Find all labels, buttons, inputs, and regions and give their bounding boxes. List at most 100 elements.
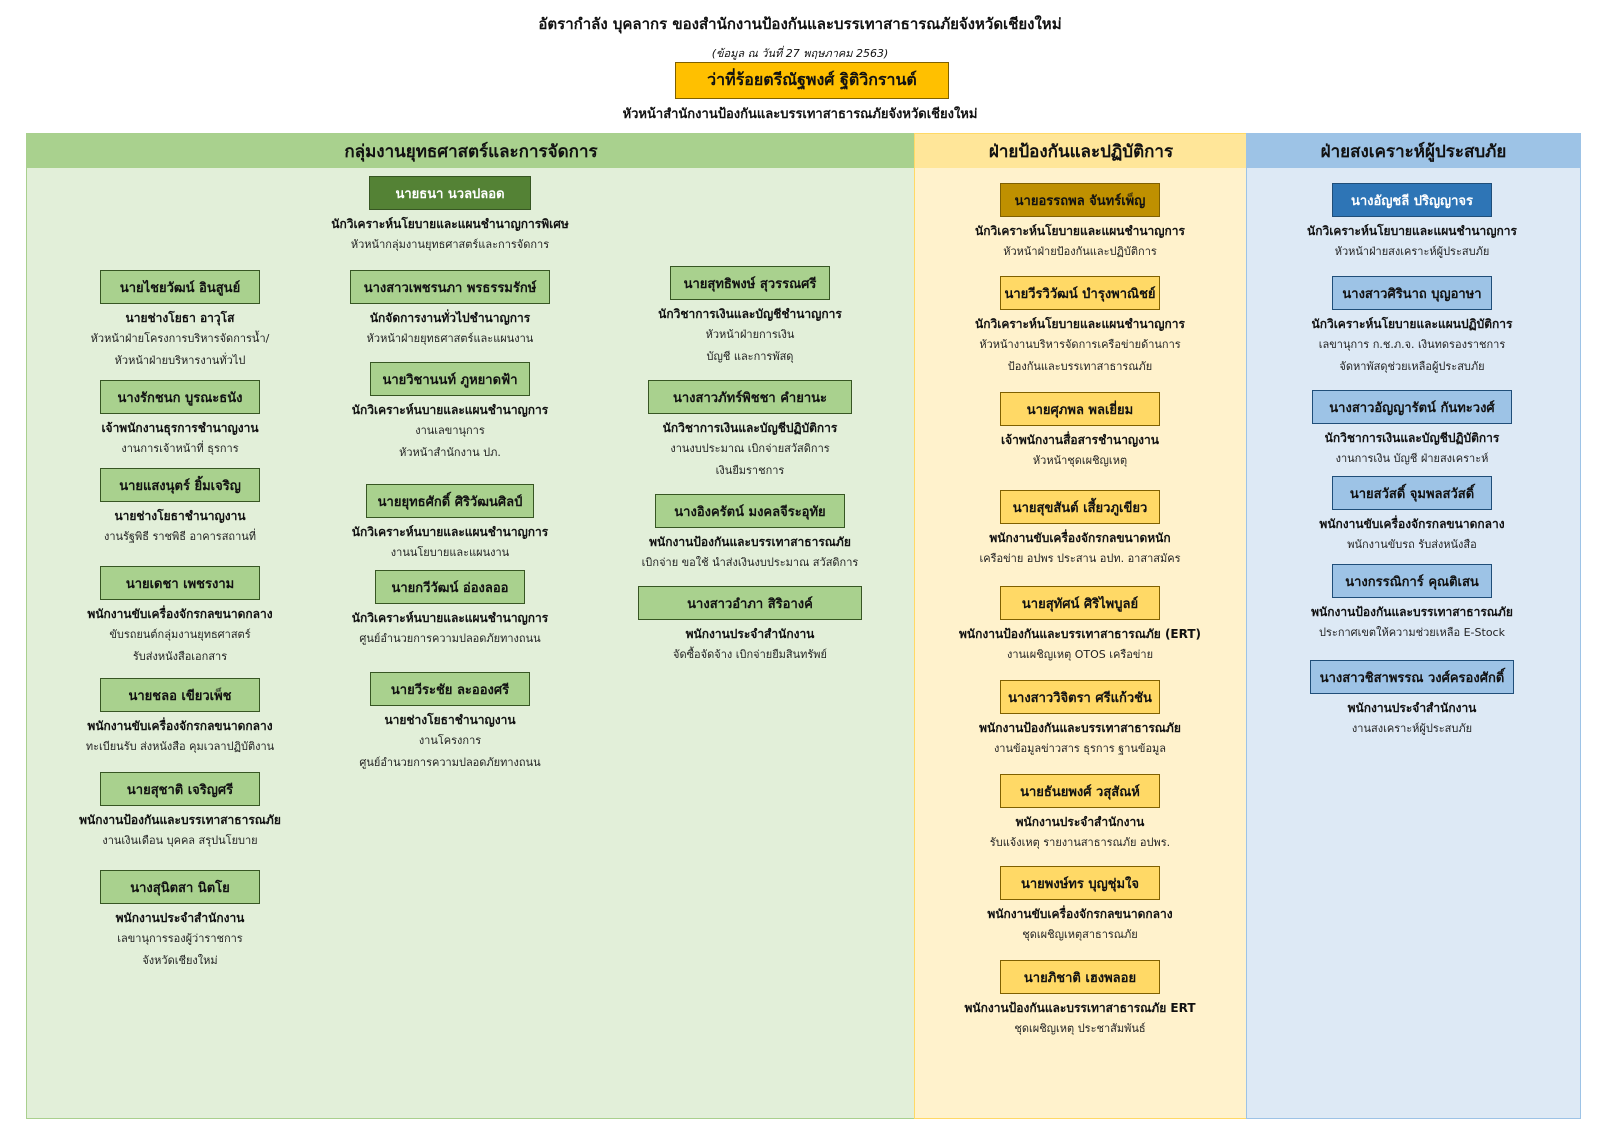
staff-position: พนักงานป้องกันและบรรเทาสาธารณภัย ERT — [964, 1001, 1196, 1015]
staff-duty: หัวหน้าฝ่ายป้องกันและปฏิบัติการ — [1003, 245, 1157, 258]
staff-node: นายยุทธศักดิ์ ศิริวัฒนศิลป์ นักวิเคราะห์… — [330, 484, 570, 564]
staff-position: นักวิเคราะห์นโยบายและแผนชำนาญการพิเศษ — [331, 217, 569, 231]
staff-position: เจ้าพนักงานธุรการชำนาญงาน — [101, 421, 259, 435]
staff-position: พนักงานป้องกันและบรรเทาสาธารณภัย — [1311, 605, 1513, 619]
staff-name: นางสุนิตสา นิตโย — [100, 870, 260, 904]
staff-duty: รับส่งหนังสือเอกสาร — [132, 650, 228, 663]
staff-position: พนักงานป้องกันและบรรเทาสาธารณภัย — [979, 721, 1181, 735]
staff-position: นักวิเคราะห์นโยบายและแผนปฏิบัติการ — [1311, 317, 1513, 331]
chart-title: อัตรากำลัง บุคลากร ของสำนักงานป้องกันและ… — [538, 15, 1062, 33]
staff-name: นางอัญชลี ปริญญาจร — [1332, 183, 1492, 217]
staff-node: นางสาววิจิตรา ศรีแก้วชัน พนักงานป้องกันแ… — [930, 680, 1230, 760]
staff-node: นายวิชานนท์ ภูหยาดฟ้า นักวิเคราะห์นบายแล… — [330, 362, 570, 464]
staff-name: นายแสงนุตร์ ยิ้มเจริญ — [100, 468, 260, 502]
staff-name: นายไชยวัฒน์ อินสูนย์ — [100, 270, 260, 304]
staff-name: นางสาวภัทร์พิชชา คำยานะ — [648, 380, 852, 414]
staff-position: พนักงานขับเครื่องจักรกลขนาดกลาง — [987, 907, 1173, 921]
staff-node: นายสุขสันต์ เสี้ยวภูเขียว พนักงานขับเครื… — [930, 490, 1230, 570]
staff-duty: จัดซื้อจัดจ้าง เบิกจ่ายยืมสินทรัพย์ — [673, 648, 827, 661]
staff-name: นายวีระชัย ละอองศรี — [370, 672, 530, 706]
staff-position: นายช่างโยธาชำนาญงาน — [114, 509, 246, 523]
staff-name: นายสุทัศน์ ศิริไพบูลย์ — [1000, 586, 1160, 620]
staff-position: พนักงานขับเครื่องจักรกลขนาดกลาง — [87, 607, 273, 621]
staff-duty: เลขานุการรองผู้ว่าราชการ — [117, 932, 243, 945]
staff-duty: งานข้อมูลข่าวสาร ธุรการ ฐานข้อมูล — [993, 742, 1167, 755]
staff-node: นายวีระชัย ละอองศรี นายช่างโยธาชำนาญงาน … — [330, 672, 570, 774]
staff-position: นักวิเคราะห์นบายและแผนชำนาญการ — [351, 611, 549, 625]
staff-duty: ศูนย์อำนวยการความปลอดภัยทางถนน — [359, 632, 541, 645]
staff-duty: งานรัฐพิธี ราชพิธี อาคารสถานที่ — [103, 530, 257, 543]
staff-position: พนักงานประจำสำนักงาน — [115, 911, 245, 925]
staff-duty: ทะเบียนรับ ส่งหนังสือ คุมเวลาปฏิบัติงาน — [85, 740, 275, 753]
staff-duty: เลขานุการ ก.ช.ภ.จ. เงินทดรองราชการ — [1318, 338, 1506, 351]
staff-name: นางสาววิจิตรา ศรีแก้วชัน — [1000, 680, 1160, 714]
staff-duty: พนักงานขับรถ รับส่งหนังสือ — [1347, 538, 1477, 551]
staff-duty: งานสงเคราะห์ผู้ประสบภัย — [1351, 722, 1473, 735]
section-strategy-title: กลุ่มงานยุทธศาสตร์และการจัดการ — [27, 134, 915, 168]
staff-position: นายช่างโยธาชำนาญงาน — [384, 713, 516, 727]
section-welfare: ฝ่ายสงเคราะห์ผู้ประสบภัย — [1246, 133, 1581, 1119]
staff-position: พนักงานประจำสำนักงาน — [1347, 701, 1477, 715]
staff-duty: ขับรถยนต์กลุ่มงานยุทธศาสตร์ — [109, 628, 251, 641]
staff-duty: หัวหน้ากลุ่มงานยุทธศาสตร์และการจัดการ — [350, 238, 550, 251]
chief-name-box: ว่าที่ร้อยตรีณัฐพงศ์ ฐิติวิกรานต์ — [675, 62, 949, 99]
staff-position: นักจัดการงานทั่วไปชำนาญการ — [369, 311, 531, 325]
staff-name: นางอิงครัตน์ มงคลจีระอุทัย — [655, 494, 845, 528]
staff-position: นักวิเคราะห์นโยบายและแผนชำนาญการ — [975, 317, 1185, 331]
staff-name: นายกวีวัฒน์ อ่องลออ — [375, 570, 525, 604]
staff-position: เจ้าพนักงานสื่อสารชำนาญงาน — [1001, 433, 1159, 447]
staff-position: พนักงานป้องกันและบรรเทาสาธารณภัย — [79, 813, 281, 827]
staff-node: นางสาวเพชรนภา พรธรรมรักษ์ นักจัดการงานทั… — [330, 270, 570, 350]
staff-node: นางกรรณิการ์ คุณติเสน พนักงานป้องกันและบ… — [1262, 564, 1562, 644]
staff-duty: งานโครงการ — [418, 734, 482, 747]
staff-duty: จังหวัดเชียงใหม่ — [142, 954, 218, 967]
staff-position: พนักงานขับเครื่องจักรกลขนาดกลาง — [87, 719, 273, 733]
staff-name: นายสุทธิพงษ์ สุวรรณศรี — [670, 266, 830, 300]
staff-duty: หัวหน้าฝ่ายการเงิน — [705, 328, 795, 341]
staff-name: นายพงษ์ทร บุญชุ่มใจ — [1000, 866, 1160, 900]
staff-position: นายช่างโยธา อาวุโส — [125, 311, 235, 325]
staff-position: พนักงานขับเครื่องจักรกลขนาดกลาง — [1319, 517, 1505, 531]
staff-node: นางสาวศิรินาถ บุญอาษา นักวิเคราะห์นโยบาย… — [1262, 276, 1562, 378]
staff-duty: งานการเจ้าหน้าที่ ธุรการ — [121, 442, 239, 455]
staff-duty: ชุดเผชิญเหตุ ประชาสัมพันธ์ — [1014, 1022, 1146, 1035]
staff-name: นางกรรณิการ์ คุณติเสน — [1332, 564, 1492, 598]
staff-node: นายกวีวัฒน์ อ่องลออ นักวิเคราะห์นบายและแ… — [330, 570, 570, 650]
staff-duty: หัวหน้าสำนักงาน ปภ. — [399, 446, 501, 459]
staff-name: นายธนา นวลปลอด — [369, 176, 531, 210]
staff-node: นางสุนิตสา นิตโย พนักงานประจำสำนักงาน เล… — [62, 870, 298, 972]
staff-name: นายสุชาติ เจริญศรี — [100, 772, 260, 806]
staff-node: นายไชยวัฒน์ อินสูนย์ นายช่างโยธา อาวุโส … — [62, 270, 298, 372]
staff-duty: จัดหาพัสดุช่วยเหลือผู้ประสบภัย — [1339, 360, 1485, 373]
staff-duty: เครือข่าย อปพร ประสาน อปท. อาสาสมัคร — [979, 552, 1181, 565]
staff-name: นายภิชาติ เฮงพลอย — [1000, 960, 1160, 994]
staff-name: นายวีรวิวัฒน์ บำรุงพาณิชย์ — [1000, 276, 1160, 310]
staff-node: นายภิชาติ เฮงพลอย พนักงานป้องกันและบรรเท… — [930, 960, 1230, 1040]
staff-duty: หัวหน้าฝ่ายบริหารงานทั่วไป — [114, 354, 246, 367]
staff-duty: หัวหน้าฝ่ายยุทธศาสตร์และแผนงาน — [366, 332, 534, 345]
staff-position: พนักงานป้องกันและบรรเทาสาธารณภัย (ERT) — [959, 627, 1201, 641]
staff-node: นางสาวอัญญารัตน์ กันทะวงศ์ นักวิชาการเงิ… — [1262, 390, 1562, 470]
staff-node: นายวีรวิวัฒน์ บำรุงพาณิชย์ นักวิเคราะห์น… — [930, 276, 1230, 378]
staff-duty: ศูนย์อำนวยการความปลอดภัยทางถนน — [359, 756, 541, 769]
staff-duty: หัวหน้างานบริหารจัดการเครือข่ายด้านการ — [979, 338, 1181, 351]
staff-position: พนักงานประจำสำนักงาน — [685, 627, 815, 641]
chief-role: หัวหน้าสำนักงานป้องกันและบรรเทาสาธารณภัย… — [622, 107, 978, 122]
staff-name: นางสาวอัญญารัตน์ กันทะวงศ์ — [1312, 390, 1512, 424]
staff-node: นายพงษ์ทร บุญชุ่มใจ พนักงานขับเครื่องจัก… — [930, 866, 1230, 946]
staff-duty: หัวหน้าฝ่ายสงเคราะห์ผู้ประสบภัย — [1334, 245, 1490, 258]
staff-duty: งานเผชิญเหตุ OTOS เครือข่าย — [1006, 648, 1154, 661]
staff-node: นางสาวอำภา สิริอางค์ พนักงานประจำสำนักงา… — [616, 586, 884, 666]
staff-node: นางสาวภัทร์พิชชา คำยานะ นักวิชาการเงินแล… — [616, 380, 884, 482]
data-date: (ข้อมูล ณ วันที่ 27 พฤษภาคม 2563) — [711, 47, 889, 60]
section-prevention-title: ฝ่ายป้องกันและปฏิบัติการ — [915, 134, 1247, 168]
staff-node: นายสุทัศน์ ศิริไพบูลย์ พนักงานป้องกันและ… — [930, 586, 1230, 666]
staff-duty: ป้องกันและบรรเทาสาธารณภัย — [1007, 360, 1153, 373]
staff-duty: หัวหน้าชุดเผชิญเหตุ — [1032, 454, 1128, 467]
staff-duty: ประกาศเขตให้ความช่วยเหลือ E-Stock — [1319, 626, 1505, 639]
staff-position: นักวิเคราะห์นโยบายและแผนชำนาญการ — [975, 224, 1185, 238]
staff-position: นักวิเคราะห์นบายและแผนชำนาญการ — [351, 403, 549, 417]
staff-name: นายสวัสดิ์ จุมพลสวัสดิ์ — [1332, 476, 1492, 510]
staff-duty: รับแจ้งเหตุ รายงานสาธารณภัย อปพร. — [989, 836, 1171, 849]
staff-position: พนักงานประจำสำนักงาน — [1015, 815, 1145, 829]
